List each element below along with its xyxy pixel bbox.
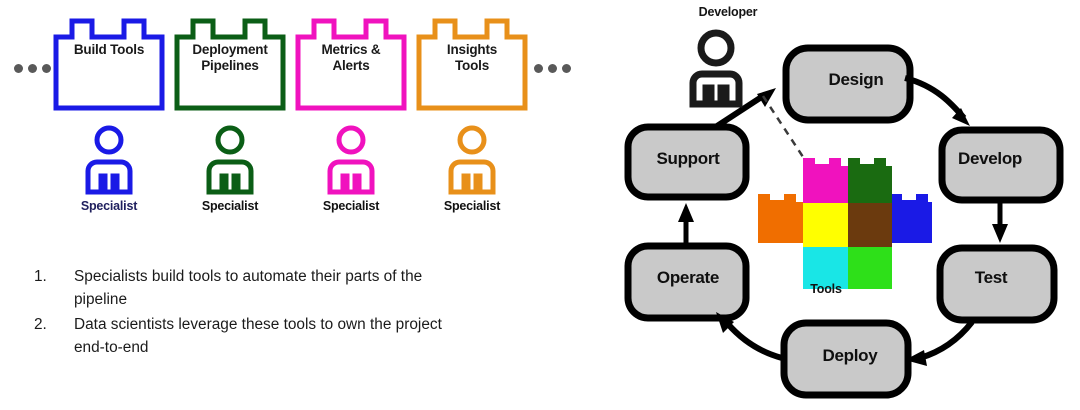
specialist-caption: Specialist bbox=[201, 199, 259, 213]
lego-brick-yellow bbox=[803, 203, 848, 247]
developer-person-icon bbox=[689, 29, 743, 108]
list-item-text: Data scientists leverage these tools to … bbox=[74, 316, 442, 356]
arrow-develop-to-test bbox=[992, 202, 1008, 243]
lego-brick-outline-icon: Deployment Pipelines bbox=[173, 8, 287, 112]
person-icon bbox=[85, 125, 133, 195]
stage-box-test[interactable] bbox=[936, 244, 1058, 324]
ellipsis-dot bbox=[28, 64, 37, 73]
lego-brick-orange bbox=[758, 194, 805, 243]
ellipsis-dot bbox=[14, 64, 23, 73]
tool-brick-group-build-tools: Build Tools Specialist bbox=[52, 8, 166, 213]
stage-box-support[interactable] bbox=[624, 123, 750, 201]
lego-brick-green bbox=[848, 247, 892, 289]
list-item: 2. Data scientists leverage these tools … bbox=[28, 313, 528, 359]
tools-label: Tools bbox=[810, 282, 842, 296]
lego-brick-blue bbox=[890, 194, 932, 243]
stage-box-design[interactable] bbox=[782, 44, 914, 124]
lego-brick-outline-icon: Insights Tools bbox=[415, 8, 529, 112]
specialist-figure: Specialist bbox=[294, 124, 408, 213]
lego-brick-brown bbox=[848, 203, 892, 247]
lego-brick-dark-green bbox=[848, 158, 892, 203]
list-item-text: Specialists build tools to automate thei… bbox=[74, 268, 423, 308]
specialist-caption: Specialist bbox=[322, 199, 380, 213]
specialist-caption: Specialist bbox=[80, 199, 138, 213]
list-item-number: 2. bbox=[34, 316, 47, 333]
notes-ordered-list: 1. Specialists build tools to automate t… bbox=[28, 265, 528, 361]
ellipsis-dot bbox=[42, 64, 51, 73]
arrow-support-to-design bbox=[712, 88, 776, 131]
stage-box-operate[interactable] bbox=[624, 242, 750, 322]
cycle-diagram-graphic bbox=[624, 29, 1064, 399]
person-icon bbox=[448, 125, 496, 195]
ellipsis-dots-right bbox=[534, 64, 571, 73]
ellipsis-dot bbox=[562, 64, 571, 73]
arrow-design-to-develop bbox=[904, 75, 970, 126]
arrow-deploy-to-operate bbox=[716, 312, 783, 361]
developer-label: Developer bbox=[698, 5, 758, 19]
lego-brick-outline-icon: Metrics & Alerts bbox=[294, 8, 408, 112]
ellipsis-dot bbox=[548, 64, 557, 73]
person-icon bbox=[206, 125, 254, 195]
lego-brick-cyan bbox=[803, 247, 848, 289]
specialist-figure: Specialist bbox=[52, 124, 166, 213]
tool-brick-group-deployment-pipelines: Deployment Pipelines Specialist bbox=[173, 8, 287, 213]
list-item: 1. Specialists build tools to automate t… bbox=[28, 265, 528, 311]
tool-brick-group-metrics-alerts: Metrics & Alerts Specialist bbox=[294, 8, 408, 213]
ellipsis-dots-left bbox=[14, 64, 51, 73]
specialist-figure: Specialist bbox=[415, 124, 529, 213]
arrow-test-to-deploy bbox=[905, 320, 975, 366]
stage-box-deploy[interactable] bbox=[780, 319, 912, 399]
lego-brick-outline-icon: Build Tools bbox=[52, 8, 166, 112]
arrow-operate-to-support bbox=[678, 203, 694, 244]
list-item-number: 1. bbox=[34, 268, 47, 285]
lego-cluster-tools bbox=[758, 158, 932, 289]
specialist-caption: Specialist bbox=[443, 199, 501, 213]
devops-cycle-panel: Design Develop Test Deploy Operate Suppo… bbox=[600, 0, 1080, 410]
specialist-figure: Specialist bbox=[173, 124, 287, 213]
ellipsis-dot bbox=[534, 64, 543, 73]
person-icon bbox=[327, 125, 375, 195]
specialists-panel: Build Tools Specialist Deployment bbox=[14, 8, 571, 361]
stage-box-develop[interactable] bbox=[938, 126, 1064, 204]
tool-brick-group-insights-tools: Insights Tools Specialist bbox=[415, 8, 529, 213]
lego-brick-magenta bbox=[803, 158, 848, 203]
dashed-link-developer-to-tools bbox=[761, 95, 809, 164]
